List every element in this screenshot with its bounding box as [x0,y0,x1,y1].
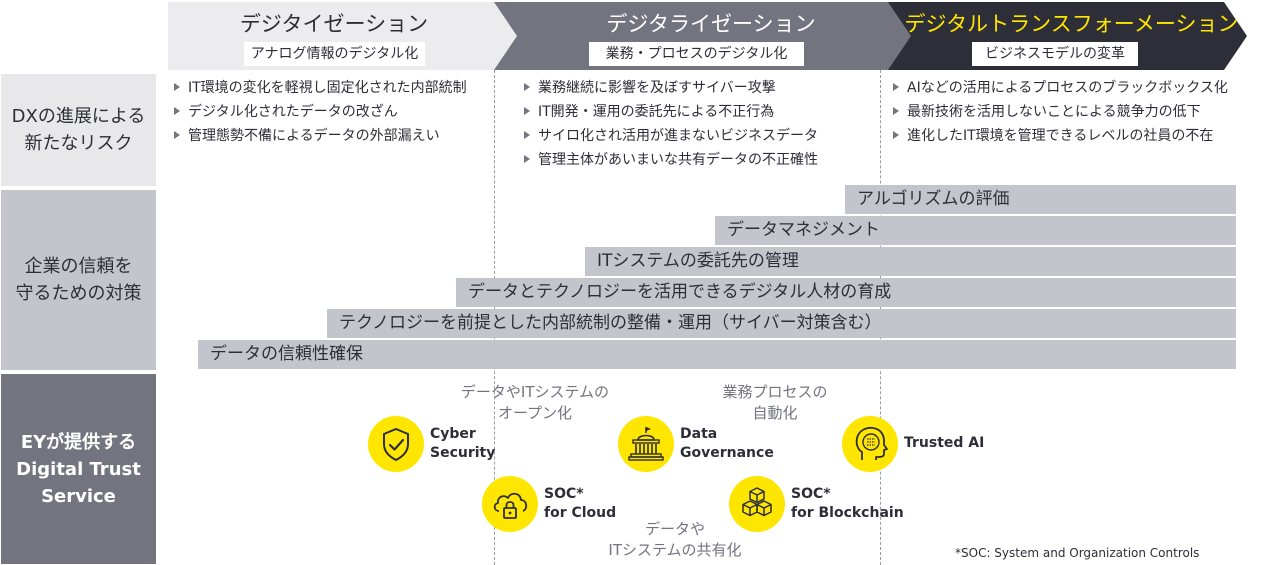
row-label-line: DXの進展による [11,106,146,127]
stage-title: デジタライゼーション [606,12,816,36]
service-soc-blockchain: SOC*for Blockchain [791,486,904,521]
measure-bar-data-reliability: データの信頼性確保 [198,340,1236,369]
row-label-line: Service [41,485,116,507]
risk-item: IT開発・運用の委託先による不正行為 [524,100,818,124]
stage-digital-transformation: デジタルトランスフォーメーション ビジネスモデルの変革 [888,2,1247,70]
blockchain-cubes-icon [729,476,785,532]
row-label-line: 企業の信頼を [24,256,133,277]
risk-item: AIなどの活用によるプロセスのブラックボックス化 [893,76,1228,100]
row-label-line: 新たなリスク [24,133,133,154]
measure-bar-algorithm-evaluation: アルゴリズムの評価 [845,185,1236,214]
measure-bar-internal-control: テクノロジーを前提とした内部統制の整備・運用（サイバー対策含む） [327,309,1236,338]
risk-item: 最新技術を活用しないことによる競争力の低下 [893,100,1228,124]
bullet-triangle-icon [524,155,530,163]
stage-digitization: デジタイゼーション アナログ情報のデジタル化 [168,2,520,70]
bullet-triangle-icon [893,107,899,115]
stage-title: デジタルトランスフォーメーション [904,12,1239,36]
row-label-line: EYが提供する [20,431,137,453]
measure-bar-digital-talent: データとテクノロジーを活用できるデジタル人材の育成 [456,278,1236,307]
bullet-triangle-icon [174,107,180,115]
service-trusted-ai: Trusted AI [904,435,985,451]
row-label-line: 守るための対策 [15,283,142,304]
measure-bar-it-outsourcing: ITシステムの委託先の管理 [585,247,1236,276]
footnote: *SOC: System and Organization Controls [955,546,1200,560]
measure-bar-data-management: データマネジメント [715,216,1236,245]
risk-item: 進化したIT環境を管理できるレベルの社員の不在 [893,124,1228,148]
risk-item: 業務継続に影響を及ぼすサイバー攻撃 [524,76,818,100]
stage-subtitle: アナログ情報のデジタル化 [244,42,425,66]
risk-item: IT環境の変化を軽視し固定化された内部統制 [174,76,467,100]
cloud-lock-icon [482,476,538,532]
row-label-line: Digital Trust [16,458,141,480]
risk-list-stage3: AIなどの活用によるプロセスのブラックボックス化 最新技術を活用しないことによる… [893,76,1228,148]
note-open: データやITシステムのオープン化 [460,383,610,422]
stage-title: デジタイゼーション [239,12,429,36]
risk-list-stage1: IT環境の変化を軽視し固定化された内部統制 デジタル化されたデータの改ざん 管理… [174,76,467,148]
bullet-triangle-icon [524,107,530,115]
ai-head-icon [842,416,898,472]
bullet-triangle-icon [174,83,180,91]
shield-check-icon [368,416,424,472]
row-label-measures: 企業の信頼を守るための対策 [1,190,156,370]
risk-item: デジタル化されたデータの改ざん [174,100,467,124]
service-soc-cloud: SOC*for Cloud [544,486,617,521]
row-label-risks: DXの進展による新たなリスク [1,74,156,186]
risk-list-stage2: 業務継続に影響を及ぼすサイバー攻撃 IT開発・運用の委託先による不正行為 サイロ… [524,76,818,172]
bullet-triangle-icon [893,131,899,139]
bullet-triangle-icon [174,131,180,139]
bullet-triangle-icon [893,83,899,91]
government-building-icon [618,416,674,472]
bullet-triangle-icon [524,131,530,139]
stage-digitalization: デジタライゼーション 業務・プロセスのデジタル化 [494,2,912,70]
risk-item: 管理態勢不備によるデータの外部漏えい [174,124,467,148]
stage-subtitle: ビジネスモデルの変革 [972,42,1138,66]
bullet-triangle-icon [524,83,530,91]
risk-item: サイロ化され活用が進まないビジネスデータ [524,124,818,148]
note-automation: 業務プロセスの自動化 [722,383,828,422]
risk-item: 管理主体があいまいな共有データの不正確性 [524,148,818,172]
stage-subtitle: 業務・プロセスのデジタル化 [589,42,804,66]
